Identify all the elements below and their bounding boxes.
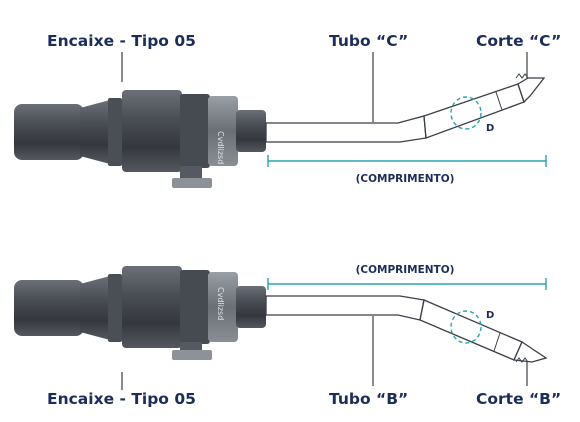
top-fitting-label: Encaixe - Tipo 05 — [47, 32, 196, 50]
top-length-dimension — [267, 155, 547, 167]
bottom-tube — [265, 295, 548, 363]
bottom-tube-label: Tubo “B” — [329, 390, 408, 408]
bottom-cut-serration — [515, 357, 529, 363]
top-diameter-label: D — [486, 123, 494, 134]
bottom-assembly: Cvdlizsd D (COMPRIMENTO) Encaixe - Tipo … — [14, 264, 561, 408]
bottom-length-label: (COMPRIMENTO) — [356, 264, 455, 276]
bottom-cut-label: Corte “B” — [476, 390, 561, 408]
top-tube-label: Tubo “C” — [329, 32, 408, 50]
bottom-body-engraving: Cvdlizsd — [216, 287, 225, 320]
top-handpiece: Cvdlizsd — [14, 90, 266, 188]
top-body-engraving: Cvdlizsd — [216, 131, 225, 164]
bottom-diameter-label: D — [486, 310, 494, 321]
top-cut-serration — [515, 73, 529, 79]
bottom-fitting-label: Encaixe - Tipo 05 — [47, 390, 196, 408]
bottom-diameter-circle — [450, 310, 482, 344]
bottom-handpiece: Cvdlizsd — [14, 266, 266, 360]
bottom-length-dimension — [267, 278, 547, 290]
top-diameter-circle — [450, 96, 482, 130]
top-length-label: (COMPRIMENTO) — [356, 173, 455, 185]
top-assembly: Cvdlizsd D (COMPRIMENTO) Encaixe - Tipo … — [14, 32, 561, 188]
top-cut-label: Corte “C” — [476, 32, 561, 50]
top-tube — [265, 77, 546, 143]
